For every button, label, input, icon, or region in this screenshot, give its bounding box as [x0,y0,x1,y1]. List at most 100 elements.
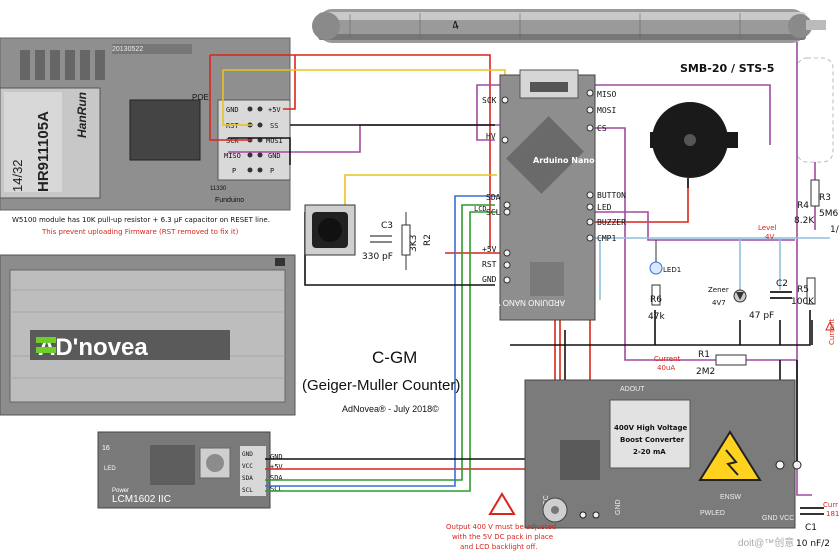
led1: LED1 [649,240,681,275]
svg-text:MISO: MISO [224,152,241,160]
svg-text:R5: R5 [797,285,809,295]
svg-text:RST: RST [482,260,497,269]
svg-text:330 pF: 330 pF [362,252,393,262]
arduino-top-pin-labels: MISO MOSI CS [597,90,616,133]
wire-5v-w5100 [209,55,252,141]
svg-text:Boost Converter: Boost Converter [620,436,685,444]
svg-text:16: 16 [102,445,110,452]
w5100-chip [129,99,201,161]
svg-text:2M2: 2M2 [696,367,715,377]
svg-text:20130522: 20130522 [112,46,143,53]
wire-gnd-ladder [654,310,813,345]
wire-purple-hv [476,84,771,145]
svg-text:Current: Current [654,355,681,363]
lcd-connector-label: LCD [474,205,487,213]
svg-text:SDA: SDA [486,193,501,202]
svg-text:R1: R1 [698,350,710,360]
capacitor-c3: C3 330 pF [362,221,393,262]
svg-text:VCC: VCC [242,463,253,470]
buzzer [650,102,738,188]
svg-text:+5V: +5V [268,106,281,114]
svg-text:Curr: Curr [823,501,838,509]
svg-text:+5V: +5V [482,245,497,254]
wire-blue-sda [265,195,497,487]
svg-text:R6: R6 [650,295,662,305]
diagram-credit: AdNovea® - July 2018© [342,404,439,414]
output-warning-icon [488,492,516,515]
svg-text:HanRun: HanRun [75,92,89,138]
svg-text:R3: R3 [819,193,831,203]
arduino-title: Arduino Nano [533,156,595,165]
svg-text:SDA: SDA [242,475,253,482]
wire-green-scl [265,211,497,492]
tube-label: SMB-20 / STS-5 [680,62,774,75]
svg-text:400V High Voltage: 400V High Voltage [614,424,687,432]
svg-text:GND: GND [268,152,281,160]
tube-mount-bracket [796,57,834,163]
wire-purple-cs [595,127,626,140]
arduino-right-pin-labels: BUTTON LED BUZZER CMP1 [597,191,626,243]
svg-text:CS: CS [597,124,607,133]
wire-purple-level [595,211,795,241]
svg-text:P: P [270,167,274,175]
lcd-pin-labels: GND +5V SDA SCL [270,453,283,493]
arduino-nano: Arduino Nano ARDUINO NANO V3.0 [484,69,596,321]
svg-text:ADOUT: ADOUT [620,386,645,393]
svg-text:5M6: 5M6 [819,209,838,219]
right-edge-labels: Current Curr 181 [823,318,839,518]
w5100-module: HanRun HR911105A 14/32 20130522 POE Fund… [0,37,291,211]
svg-text:R2: R2 [423,234,433,246]
w5100-pins-right: +5V SS MOSI GND P [266,106,283,175]
w5100-note: W5100 module has 10K pull-up resistor + … [12,216,270,224]
svg-text:SDA: SDA [270,474,283,482]
level-label: Level 4V [758,224,777,241]
w5100-pins-left: GND RST SCK MISO P [224,106,241,175]
svg-text:Level: Level [758,224,777,232]
svg-text:181: 181 [826,510,839,518]
svg-text:MISO: MISO [597,90,616,99]
svg-text:PWLED: PWLED [700,510,725,517]
svg-text:GND: GND [615,499,622,515]
wires [209,42,830,517]
svg-text:14/32: 14/32 [10,159,25,192]
svg-text:CMP1: CMP1 [597,234,616,243]
svg-text:4V7: 4V7 [712,299,726,307]
svg-text:2-20 mA: 2-20 mA [633,448,666,456]
svg-text:SS: SS [270,122,278,130]
capacitor-c2: C2 47 pF [749,279,792,321]
svg-text:and LCD backlight off.: and LCD backlight off. [460,543,538,551]
current-label: Current 40uA [654,355,681,372]
svg-text:SCL: SCL [486,208,501,217]
svg-text:SCK: SCK [226,137,239,145]
usb-connector [519,69,579,99]
svg-text:SCL: SCL [242,487,253,494]
svg-text:10 nF/2: 10 nF/2 [796,539,830,549]
lcd-module: AD'novea [0,254,296,416]
resistor-r1: R1 2M2 [696,350,747,377]
wire-buzzer [595,180,689,223]
boost-converter: 400V High Voltage Boost Converter 2-20 m… [524,379,802,529]
svg-text:MOSI: MOSI [597,106,616,115]
wire-purple-r1 [624,140,797,361]
capacitor-c1: C1 10 nF/2 [796,507,830,549]
svg-text:11330: 11330 [210,186,227,192]
lcd-model-label: LCM1602 IIC [112,494,171,505]
lcd-i2c-backpack: 16 LED Power LCM1602 IIC GND VCC SDA SCL [97,431,271,509]
svg-text:POE: POE [192,93,209,102]
wire-gnd-bottom [510,310,811,346]
svg-text:+5V: +5V [270,463,283,471]
svg-text:HR911105A: HR911105A [35,111,52,192]
resistor-r3: R3 5M6 1/ [819,193,839,235]
diagram-title: C-GM [372,348,417,367]
diagram-subtitle: (Geiger-Muller Counter) [302,377,460,394]
svg-text:SCL: SCL [270,485,283,493]
arduino-left-pin-labels: SDA SCL +5V RST GND [482,193,501,284]
svg-text:GND: GND [242,451,253,458]
lcd-logo: AD'novea [38,334,148,361]
svg-text:8.2K: 8.2K [794,216,815,226]
svg-text:3K3: 3K3 [409,235,419,252]
wire-purple-tube [796,42,812,496]
resistor-r6: R6 47k [648,284,665,322]
svg-text:C2: C2 [776,279,788,289]
